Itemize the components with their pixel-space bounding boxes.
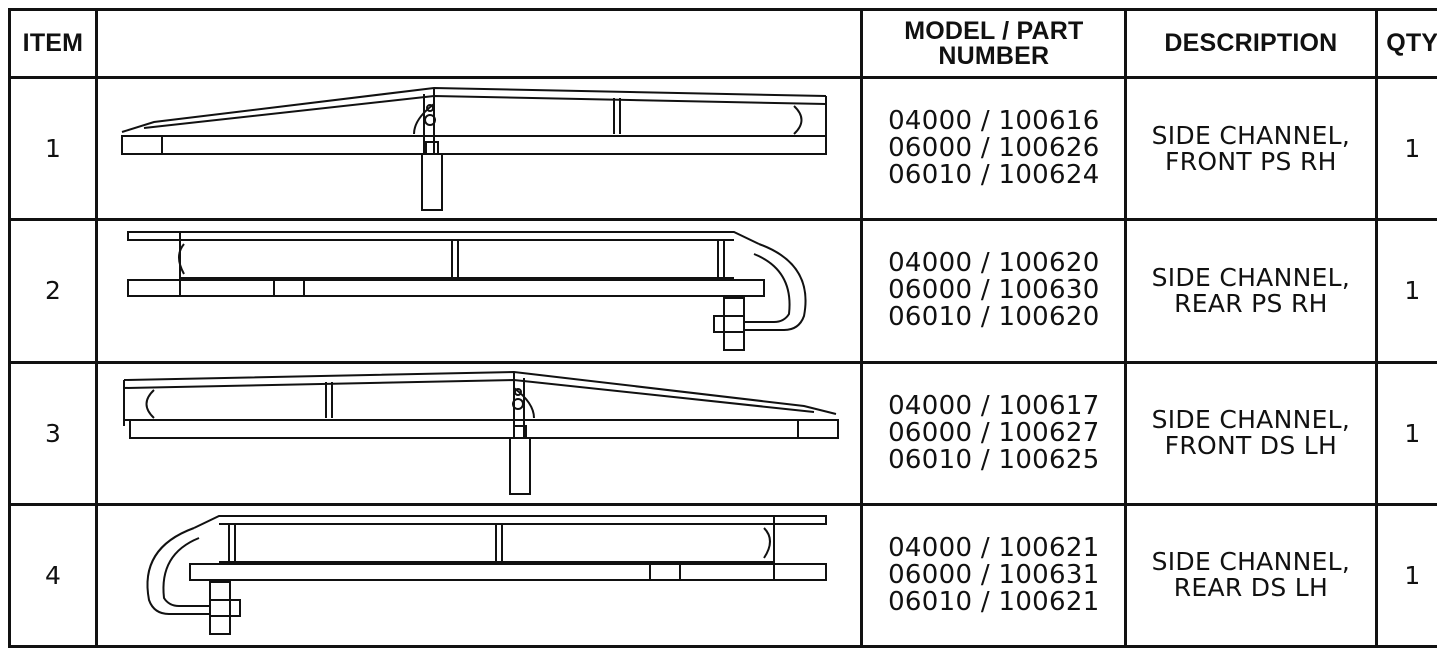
description-cell: SIDE CHANNEL, FRONT PS RH — [1126, 78, 1376, 220]
qty-cell: 1 — [1376, 220, 1437, 362]
part-number: 06000 / 100630 — [863, 277, 1124, 304]
part-number: 06010 / 100621 — [863, 589, 1124, 616]
header-part-number: MODEL / PART NUMBER — [862, 10, 1126, 78]
part-number-cell: 04000 / 100616 06000 / 100626 06010 / 10… — [862, 78, 1126, 220]
drawing-cell — [96, 220, 862, 362]
header-image — [96, 10, 862, 78]
description-cell: SIDE CHANNEL, FRONT DS LH — [1126, 362, 1376, 504]
side-channel-rear-rh-drawing — [114, 226, 844, 356]
item-number: 3 — [10, 362, 97, 504]
qty-cell: 1 — [1376, 362, 1437, 504]
header-description: DESCRIPTION — [1126, 10, 1376, 78]
part-number-cell: 04000 / 100621 06000 / 100631 06010 / 10… — [862, 504, 1126, 646]
item-number: 4 — [10, 504, 97, 646]
drawing-cell — [96, 362, 862, 504]
description-line: SIDE CHANNEL, — [1127, 123, 1374, 149]
part-number: 04000 / 100620 — [863, 250, 1124, 277]
part-number: 04000 / 100616 — [863, 108, 1124, 135]
header-part-line2: NUMBER — [863, 44, 1124, 69]
description-line: SIDE CHANNEL, — [1127, 265, 1374, 291]
part-number: 06010 / 100620 — [863, 304, 1124, 331]
drawing-cell — [96, 78, 862, 220]
part-number: 06000 / 100627 — [863, 420, 1124, 447]
description-cell: SIDE CHANNEL, REAR DS LH — [1126, 504, 1376, 646]
part-number: 06010 / 100624 — [863, 162, 1124, 189]
table-row: 1 04000 / 100616 06000 / 100626 — [10, 78, 1437, 220]
part-number: 04000 / 100621 — [863, 535, 1124, 562]
table-row: 4 04000 / 100621 06000 / — [10, 504, 1437, 646]
description-line: SIDE CHANNEL, — [1127, 549, 1374, 575]
item-number: 2 — [10, 220, 97, 362]
drawing-cell — [96, 504, 862, 646]
part-number: 06000 / 100631 — [863, 562, 1124, 589]
qty-cell: 1 — [1376, 78, 1437, 220]
description-line: REAR PS RH — [1127, 291, 1374, 317]
item-number: 1 — [10, 78, 97, 220]
header-qty: QTY — [1376, 10, 1437, 78]
header-part-line1: MODEL / PART — [863, 19, 1124, 44]
part-number-cell: 04000 / 100617 06000 / 100627 06010 / 10… — [862, 362, 1126, 504]
part-number: 06010 / 100625 — [863, 447, 1124, 474]
header-row: ITEM MODEL / PART NUMBER DESCRIPTION QTY — [10, 10, 1437, 78]
side-channel-front-lh-drawing — [114, 368, 844, 498]
part-number: 04000 / 100617 — [863, 393, 1124, 420]
side-channel-front-rh-drawing — [114, 84, 844, 214]
table-row: 3 04000 / 100617 06000 / 100627 — [10, 362, 1437, 504]
side-channel-rear-lh-drawing — [114, 510, 844, 640]
part-number: 06000 / 100626 — [863, 135, 1124, 162]
description-cell: SIDE CHANNEL, REAR PS RH — [1126, 220, 1376, 362]
parts-table: ITEM MODEL / PART NUMBER DESCRIPTION QTY… — [8, 8, 1437, 648]
table-row: 2 04000 / 100620 06000 / — [10, 220, 1437, 362]
header-item: ITEM — [10, 10, 97, 78]
part-number-cell: 04000 / 100620 06000 / 100630 06010 / 10… — [862, 220, 1126, 362]
description-line: REAR DS LH — [1127, 575, 1374, 601]
description-line: FRONT PS RH — [1127, 149, 1374, 175]
qty-cell: 1 — [1376, 504, 1437, 646]
description-line: SIDE CHANNEL, — [1127, 407, 1374, 433]
description-line: FRONT DS LH — [1127, 433, 1374, 459]
